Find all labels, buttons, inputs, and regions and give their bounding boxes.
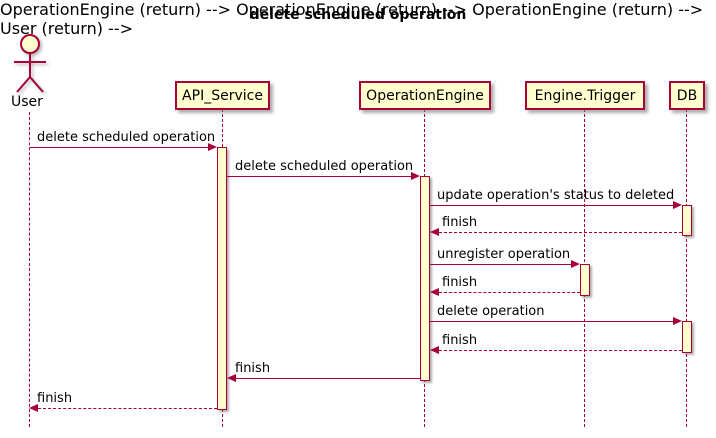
message-line (430, 264, 572, 265)
message-label: update operation's status to deleted (437, 188, 675, 203)
message-line (430, 321, 674, 322)
participant-label: Engine.Trigger (534, 87, 636, 104)
lifeline-db (686, 109, 687, 427)
participant-engine-trigger: Engine.Trigger (525, 81, 645, 110)
arrowhead-left-icon (430, 228, 439, 236)
message-line (227, 176, 412, 177)
arrowhead-left-icon (227, 374, 236, 382)
message-line (30, 147, 209, 148)
arrowhead-left-icon (29, 404, 38, 412)
message-label: finish (37, 391, 73, 406)
arrowhead-right-icon (571, 260, 580, 268)
lifeline-user (29, 112, 30, 427)
message-line (439, 232, 682, 233)
participant-label: OperationEngine (366, 87, 484, 104)
actor-user (10, 33, 50, 99)
message-line (439, 350, 682, 351)
activation-db-2 (682, 321, 692, 353)
participant-api-service: API_Service (175, 81, 270, 110)
message-label: finish (442, 215, 478, 230)
activation-api-service (217, 147, 227, 410)
arrowhead-left-icon (430, 288, 439, 296)
message-line (439, 292, 580, 293)
activation-db-1 (682, 205, 692, 236)
message-line (236, 378, 420, 379)
participant-label: DB (676, 87, 698, 104)
message-line (430, 205, 674, 206)
message-label: delete scheduled operation (235, 159, 414, 174)
message-label: finish (442, 275, 478, 290)
diagram-title: delete scheduled operation (249, 7, 467, 23)
participant-db: DB (669, 81, 705, 110)
participant-label: API_Service (182, 87, 263, 104)
activation-engine-trigger (580, 264, 590, 296)
arrowhead-left-icon (430, 346, 439, 354)
activation-operation-engine (420, 176, 430, 381)
user-actor-icon (14, 34, 46, 93)
participant-operation-engine: OperationEngine (359, 81, 491, 110)
arrowhead-right-icon (208, 143, 217, 151)
arrowhead-right-icon (673, 317, 682, 325)
arrowhead-right-icon (411, 172, 420, 180)
message-label: unregister operation (437, 247, 571, 262)
message-label: delete operation (437, 304, 545, 319)
message-line (38, 408, 217, 409)
message-label: finish (235, 361, 271, 376)
message-label: finish (442, 333, 478, 348)
arrowhead-right-icon (673, 201, 682, 209)
actor-user-label: User (11, 94, 43, 110)
message-label: delete scheduled operation (37, 130, 216, 145)
